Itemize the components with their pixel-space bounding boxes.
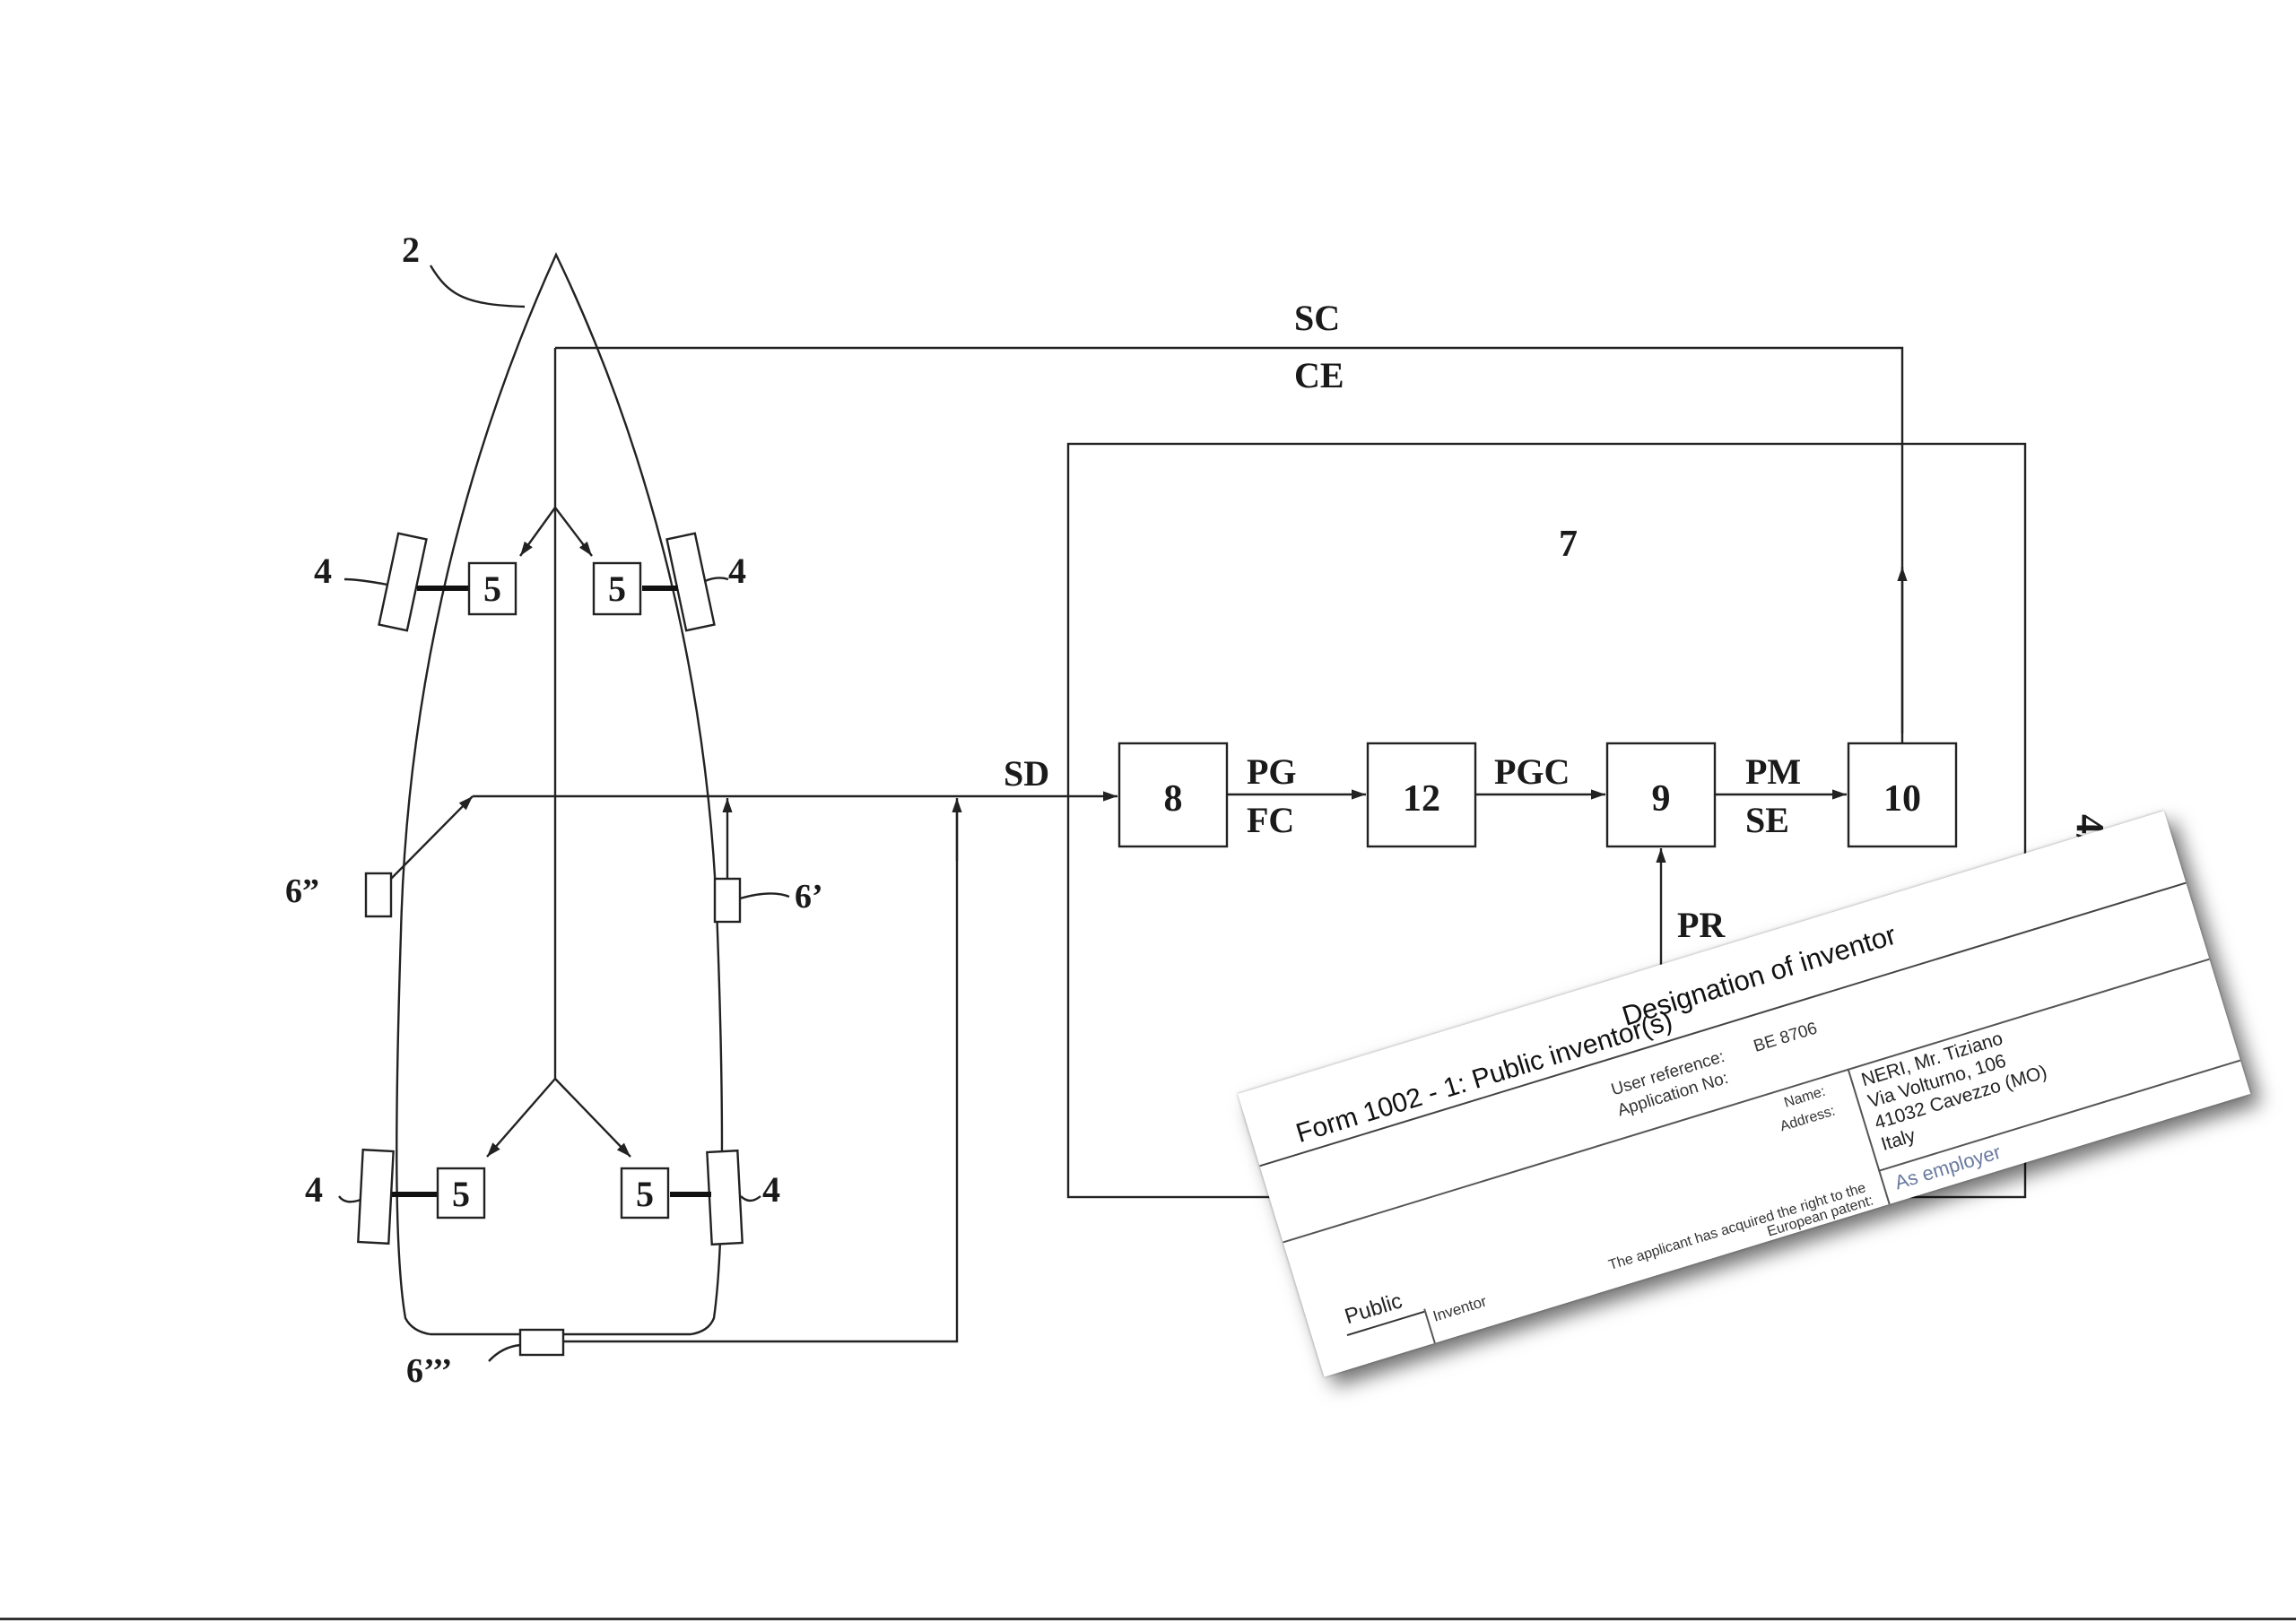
rear-right-actuator xyxy=(620,1167,670,1219)
rear-right-actuator-label: 5 xyxy=(636,1174,654,1214)
sc-ce-feedback-line xyxy=(555,346,1904,733)
block-10-label: 10 xyxy=(1883,778,1921,820)
pgc-label: PGC xyxy=(1494,751,1570,792)
pm-label: PM xyxy=(1745,751,1801,792)
front-right-actuator xyxy=(592,561,642,616)
sd-label: SD xyxy=(1004,753,1049,794)
rear-left-actuator xyxy=(436,1167,486,1219)
rear-right-wheel-label: 4 xyxy=(762,1169,780,1210)
right-sensor: 6’ xyxy=(713,877,823,924)
fc-label: FC xyxy=(1247,800,1294,840)
front-right-branch xyxy=(554,507,593,557)
rear-right-wheel-assembly: 5 4 xyxy=(620,1149,780,1246)
rear-left-actuator-label: 5 xyxy=(452,1174,470,1214)
left-sensor: 6” xyxy=(285,872,393,918)
section-public-label: Public xyxy=(1342,1289,1405,1330)
right-sensor-label: 6’ xyxy=(795,878,823,916)
front-right-wheel xyxy=(665,532,716,632)
ce-label: CE xyxy=(1294,355,1344,395)
rear-sensor-signal xyxy=(563,807,959,1343)
left-sensor-box xyxy=(364,872,393,918)
front-left-actuator xyxy=(467,561,517,616)
front-right-actuator-label: 5 xyxy=(608,568,626,609)
user-reference-value: BE 8706 xyxy=(1751,1019,1820,1056)
block-9-label: 9 xyxy=(1652,778,1671,820)
pg-label: PG xyxy=(1247,751,1297,792)
sc-label: SC xyxy=(1294,298,1340,338)
rear-left-wheel-label: 4 xyxy=(305,1169,323,1210)
front-left-wheel-assembly: 5 4 xyxy=(314,532,517,632)
rear-right-wheel xyxy=(706,1149,744,1246)
rear-sensor-box xyxy=(518,1328,565,1357)
block-8 xyxy=(1118,742,1229,848)
rear-left-wheel xyxy=(357,1148,395,1245)
front-right-wheel-label: 4 xyxy=(728,551,746,591)
section-inventor-label: Inventor xyxy=(1431,1292,1489,1325)
front-left-branch xyxy=(519,507,556,557)
pr-label: PR xyxy=(1677,905,1726,945)
right-sensor-box xyxy=(713,877,742,924)
block-8-label: 8 xyxy=(1164,778,1183,820)
front-left-wheel-label: 4 xyxy=(314,551,332,591)
vehicle-label: 2 xyxy=(402,230,420,270)
front-left-actuator-label: 5 xyxy=(483,568,501,609)
se-label: SE xyxy=(1745,800,1789,840)
front-right-wheel-assembly: 5 4 xyxy=(592,532,746,632)
front-left-wheel xyxy=(378,532,428,632)
block-12-label: 12 xyxy=(1403,778,1440,820)
left-sensor-signal xyxy=(390,795,474,880)
rear-sensor: 6’’’ xyxy=(406,1328,565,1390)
control-unit-label: 7 xyxy=(1559,524,1578,565)
rear-right-branch xyxy=(554,1078,631,1158)
vehicle-label-leader xyxy=(429,265,526,308)
left-sensor-label: 6” xyxy=(285,872,319,910)
block-10 xyxy=(1847,742,1958,848)
sheet-bottom-rule xyxy=(0,1618,2296,1620)
rear-left-branch xyxy=(486,1078,556,1158)
rear-left-wheel-assembly: 5 4 xyxy=(305,1148,486,1245)
rear-sensor-label: 6’’’ xyxy=(406,1352,452,1390)
